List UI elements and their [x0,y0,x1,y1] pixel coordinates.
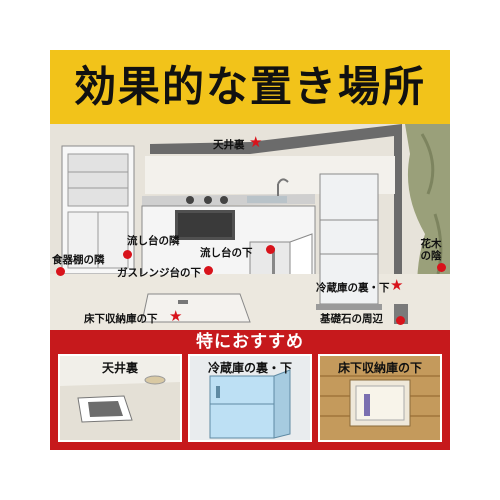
fridge-back-star-icon: ★ [390,276,404,294]
card-title: 天井裏 [101,361,138,375]
card-floor-storage: 床下収納庫の下 [318,354,442,442]
label-under-sink: 流し台の下 [200,247,253,259]
card-ceiling: 天井裏 [58,354,182,442]
cupboard-side-dot-icon [56,267,65,276]
label-ceiling: 天井裏 [213,139,245,151]
floor-storage-illustration [320,356,440,440]
foundation-dot-icon [396,316,405,325]
ceiling-illustration [60,356,180,440]
card-title: 冷蔵庫の裏・下 [207,361,292,375]
label-flower-tree: 花木の陰 [420,238,442,262]
recommendation-title: 特におすすめ [196,332,304,352]
sink-side-dot-icon [123,250,132,259]
ceiling-star-icon: ★ [249,133,263,151]
label-fridge-back: 冷蔵庫の裏・下 [316,282,390,294]
label-foundation: 基礎石の周辺 [320,313,383,325]
label-under-stove: ガスレンジ台の下 [117,267,201,279]
label-floor-storage: 床下収納庫の下 [84,313,158,325]
banner-title: 効果的な置き場所 [73,62,426,111]
kitchen-illustration [50,124,450,330]
floor-storage-star-icon: ★ [169,307,183,325]
fridge-illustration [190,356,310,440]
card-title: 床下収納庫の下 [337,361,422,375]
under-sink-dot-icon [266,245,275,254]
label-sink-side: 流し台の隣 [127,235,180,247]
card-fridge: 冷蔵庫の裏・下 [188,354,312,442]
under-stove-dot-icon [204,266,213,275]
label-cupboard-side: 食器棚の隣 [52,254,105,266]
flower-tree-dot-icon [437,263,446,272]
title-banner [50,50,450,124]
